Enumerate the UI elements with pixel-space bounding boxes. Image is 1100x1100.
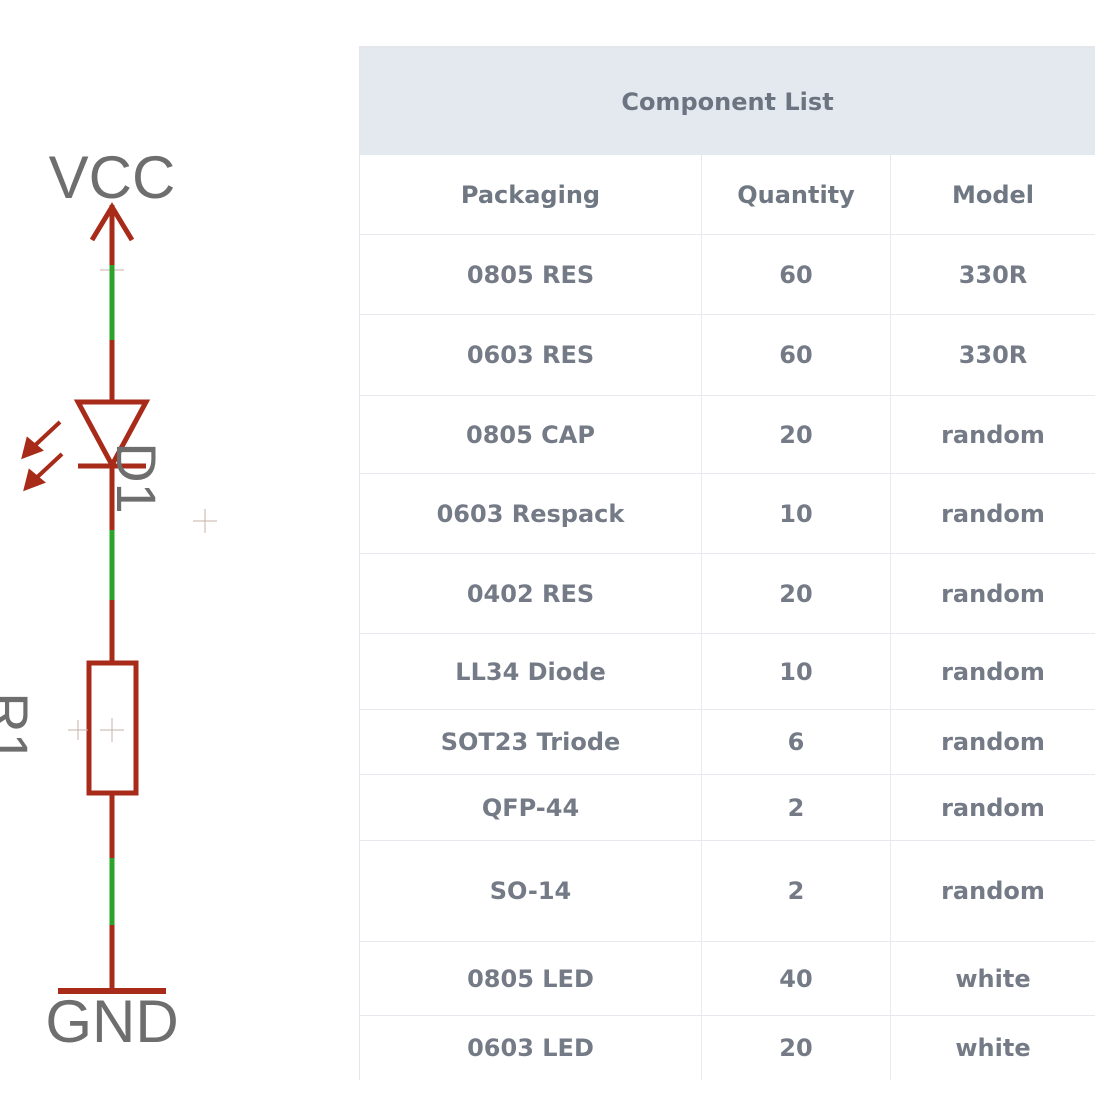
cell-model: random bbox=[941, 728, 1045, 756]
cell-quantity: 2 bbox=[702, 841, 891, 941]
cell-model: random bbox=[941, 877, 1045, 905]
cell-quantity: 40 bbox=[702, 942, 891, 1015]
cell-model: random bbox=[941, 579, 1045, 608]
table-row: 0402 RES 20 random bbox=[360, 554, 1095, 634]
led-schematic: VCC D1 R1 GND bbox=[0, 144, 217, 1055]
gnd-label: GND bbox=[45, 988, 178, 1055]
table-row: 0603 RES 60 330R bbox=[360, 315, 1095, 396]
cell-packaging: SO-14 bbox=[360, 841, 702, 941]
diode-crosshair bbox=[193, 509, 217, 533]
cell-model: 330R bbox=[958, 341, 1028, 369]
table-row: QFP-44 2 random bbox=[360, 775, 1095, 841]
vcc-label: VCC bbox=[49, 144, 176, 211]
light-emission-arrows bbox=[21, 420, 64, 492]
table-row: SOT23 Triode 6 random bbox=[360, 710, 1095, 775]
cell-quantity: 10 bbox=[702, 634, 891, 709]
resistor-crosshair bbox=[68, 718, 124, 742]
cell-model: white bbox=[955, 1034, 1031, 1062]
header-quantity: Quantity bbox=[702, 155, 891, 234]
vcc-arrow-symbol bbox=[89, 202, 135, 265]
component-list-table: Component List Packaging Quantity Model … bbox=[359, 46, 1095, 1080]
table-row: 0805 LED 40 white bbox=[360, 942, 1095, 1016]
cell-quantity: 20 bbox=[702, 554, 891, 633]
cell-quantity: 60 bbox=[702, 235, 891, 314]
cell-packaging: SOT23 Triode bbox=[360, 710, 702, 774]
table-row: 0603 Respack 10 random bbox=[360, 474, 1095, 554]
cell-model: random bbox=[941, 420, 1045, 449]
cell-packaging: LL34 Diode bbox=[360, 634, 702, 709]
cell-packaging: 0805 LED bbox=[360, 942, 702, 1015]
cell-model: random bbox=[941, 793, 1045, 822]
cell-quantity: 20 bbox=[702, 396, 891, 473]
header-packaging: Packaging bbox=[360, 155, 702, 234]
table-header-row: Packaging Quantity Model bbox=[360, 155, 1095, 235]
resistor-label: R1 bbox=[0, 692, 40, 764]
cell-packaging: 0603 LED bbox=[360, 1016, 702, 1080]
cell-model: 330R bbox=[958, 260, 1028, 289]
cell-quantity: 20 bbox=[702, 1016, 891, 1080]
cell-packaging: 0603 Respack bbox=[360, 474, 702, 553]
cell-packaging: 0805 CAP bbox=[360, 396, 702, 473]
cell-model: random bbox=[941, 657, 1045, 686]
cell-quantity: 60 bbox=[702, 315, 891, 395]
table-row: SO-14 2 random bbox=[360, 841, 1095, 942]
cell-model: white bbox=[955, 964, 1031, 993]
cell-packaging: QFP-44 bbox=[360, 775, 702, 840]
header-model: Model bbox=[951, 180, 1035, 209]
cell-model: random bbox=[941, 499, 1045, 528]
table-row: 0805 CAP 20 random bbox=[360, 396, 1095, 474]
table-row: 0805 RES 60 330R bbox=[360, 235, 1095, 315]
cell-packaging: 0805 RES bbox=[360, 235, 702, 314]
cell-packaging: 0402 RES bbox=[360, 554, 702, 633]
cell-quantity: 10 bbox=[702, 474, 891, 553]
cell-quantity: 2 bbox=[702, 775, 891, 840]
cell-quantity: 6 bbox=[702, 710, 891, 774]
table-row: 0603 LED 20 white bbox=[360, 1016, 1095, 1080]
table-title: Component List bbox=[360, 48, 1095, 155]
diode-label: D1 bbox=[105, 442, 168, 514]
table-row: LL34 Diode 10 random bbox=[360, 634, 1095, 710]
cell-packaging: 0603 RES bbox=[360, 315, 702, 395]
